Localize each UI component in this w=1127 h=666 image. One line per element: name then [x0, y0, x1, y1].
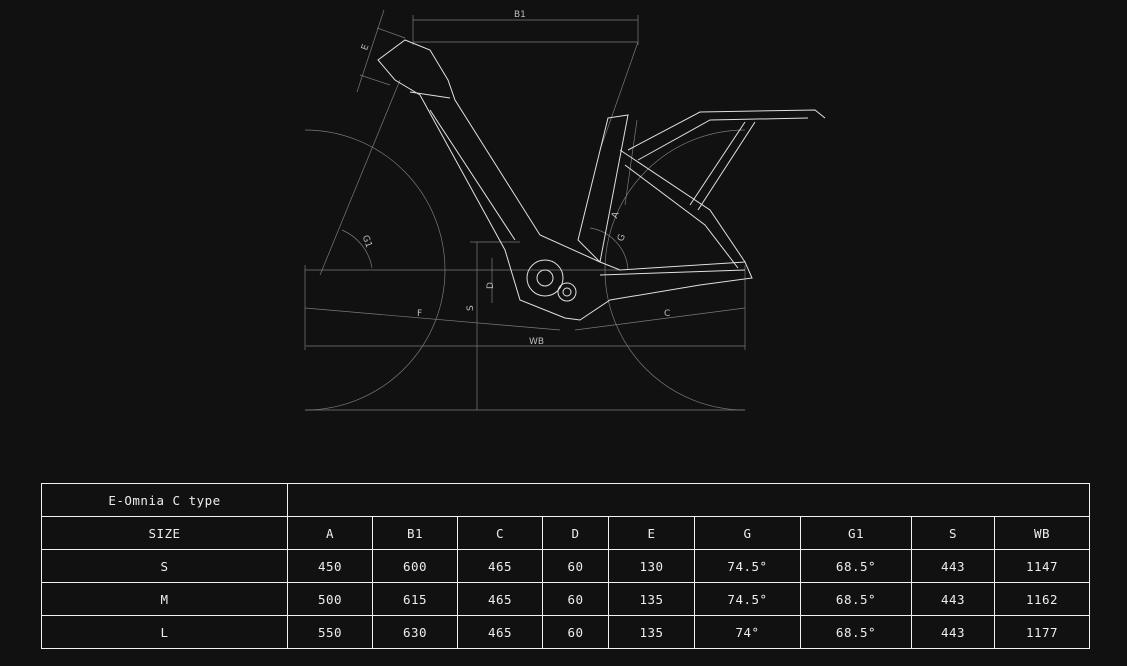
- label-f: F: [417, 309, 422, 319]
- table-cell: 135: [608, 615, 695, 649]
- frame-geometry-drawing: B1 E A G G1 D S F C WB: [304, 9, 826, 411]
- table-cell: 60: [542, 615, 609, 649]
- label-g: G: [616, 233, 628, 243]
- table-cell: 615: [372, 582, 458, 616]
- table-cell: 630: [372, 615, 458, 649]
- table-cell: 68.5°: [800, 615, 912, 649]
- label-g1: G1: [360, 234, 374, 249]
- label-e: E: [360, 43, 371, 52]
- table-cell: 74.5°: [694, 549, 801, 583]
- table-cell: 74.5°: [694, 582, 801, 616]
- header-cell: SIZE: [41, 516, 288, 550]
- table-cell: 130: [608, 549, 695, 583]
- geometry-table: E-Omnia C type SIZE A B1 C D E G G1 S WB…: [41, 483, 1091, 649]
- header-cell: G: [694, 516, 801, 550]
- table-header-row: SIZE A B1 C D E G G1 S WB: [41, 516, 1091, 550]
- table-cell: 443: [911, 582, 995, 616]
- table-cell: 135: [608, 582, 695, 616]
- table-cell: 1147: [993, 549, 1091, 583]
- table-cell: 500: [287, 582, 373, 616]
- table-cell: 1162: [993, 582, 1091, 616]
- table-cell: 465: [457, 582, 543, 616]
- header-cell: WB: [993, 516, 1091, 550]
- construction-lines: [304, 9, 746, 411]
- label-a: A: [610, 210, 622, 220]
- table-cell: M: [41, 582, 288, 616]
- header-cell: B1: [372, 516, 458, 550]
- a-dimension-line: [624, 119, 638, 206]
- header-cell: C: [457, 516, 543, 550]
- table-cell: S: [41, 549, 288, 583]
- e-dimension-line: [356, 9, 385, 93]
- model-name: E-Omnia C type: [41, 483, 288, 517]
- table-cell: 443: [911, 549, 995, 583]
- table-cell: 450: [287, 549, 373, 583]
- g-angle-arc: [589, 227, 629, 271]
- header-cell: A: [287, 516, 373, 550]
- bike-frame: [377, 39, 826, 321]
- header-cell: G1: [800, 516, 912, 550]
- c-dimension-line: [574, 307, 746, 331]
- table-row: L 550 630 465 60 135 74° 68.5° 443 1177: [41, 615, 1091, 649]
- header-cell: E: [608, 516, 695, 550]
- table-cell: 1177: [993, 615, 1091, 649]
- label-b1: B1: [514, 10, 526, 20]
- table-cell: 68.5°: [800, 582, 912, 616]
- table-cell: 550: [287, 615, 373, 649]
- empty-title-cell: [286, 483, 1091, 517]
- table-cell: L: [41, 615, 288, 649]
- table-row: M 500 615 465 60 135 74.5° 68.5° 443 116…: [41, 582, 1091, 616]
- header-cell: S: [911, 516, 995, 550]
- f-dimension-line: [304, 307, 561, 331]
- table-cell: 465: [457, 615, 543, 649]
- table-cell: 68.5°: [800, 549, 912, 583]
- table-cell: 443: [911, 615, 995, 649]
- table-cell: 74°: [694, 615, 801, 649]
- label-wb: WB: [529, 337, 544, 347]
- table-cell: 600: [372, 549, 458, 583]
- table-cell: 465: [457, 549, 543, 583]
- table-row: S 450 600 465 60 130 74.5° 68.5° 443 114…: [41, 549, 1091, 583]
- table-cell: 60: [542, 549, 609, 583]
- label-d: D: [486, 282, 496, 289]
- header-cell: D: [542, 516, 609, 550]
- label-s: S: [466, 305, 476, 311]
- table-cell: 60: [542, 582, 609, 616]
- label-c: C: [664, 309, 670, 319]
- table-title-row: E-Omnia C type: [41, 483, 1091, 517]
